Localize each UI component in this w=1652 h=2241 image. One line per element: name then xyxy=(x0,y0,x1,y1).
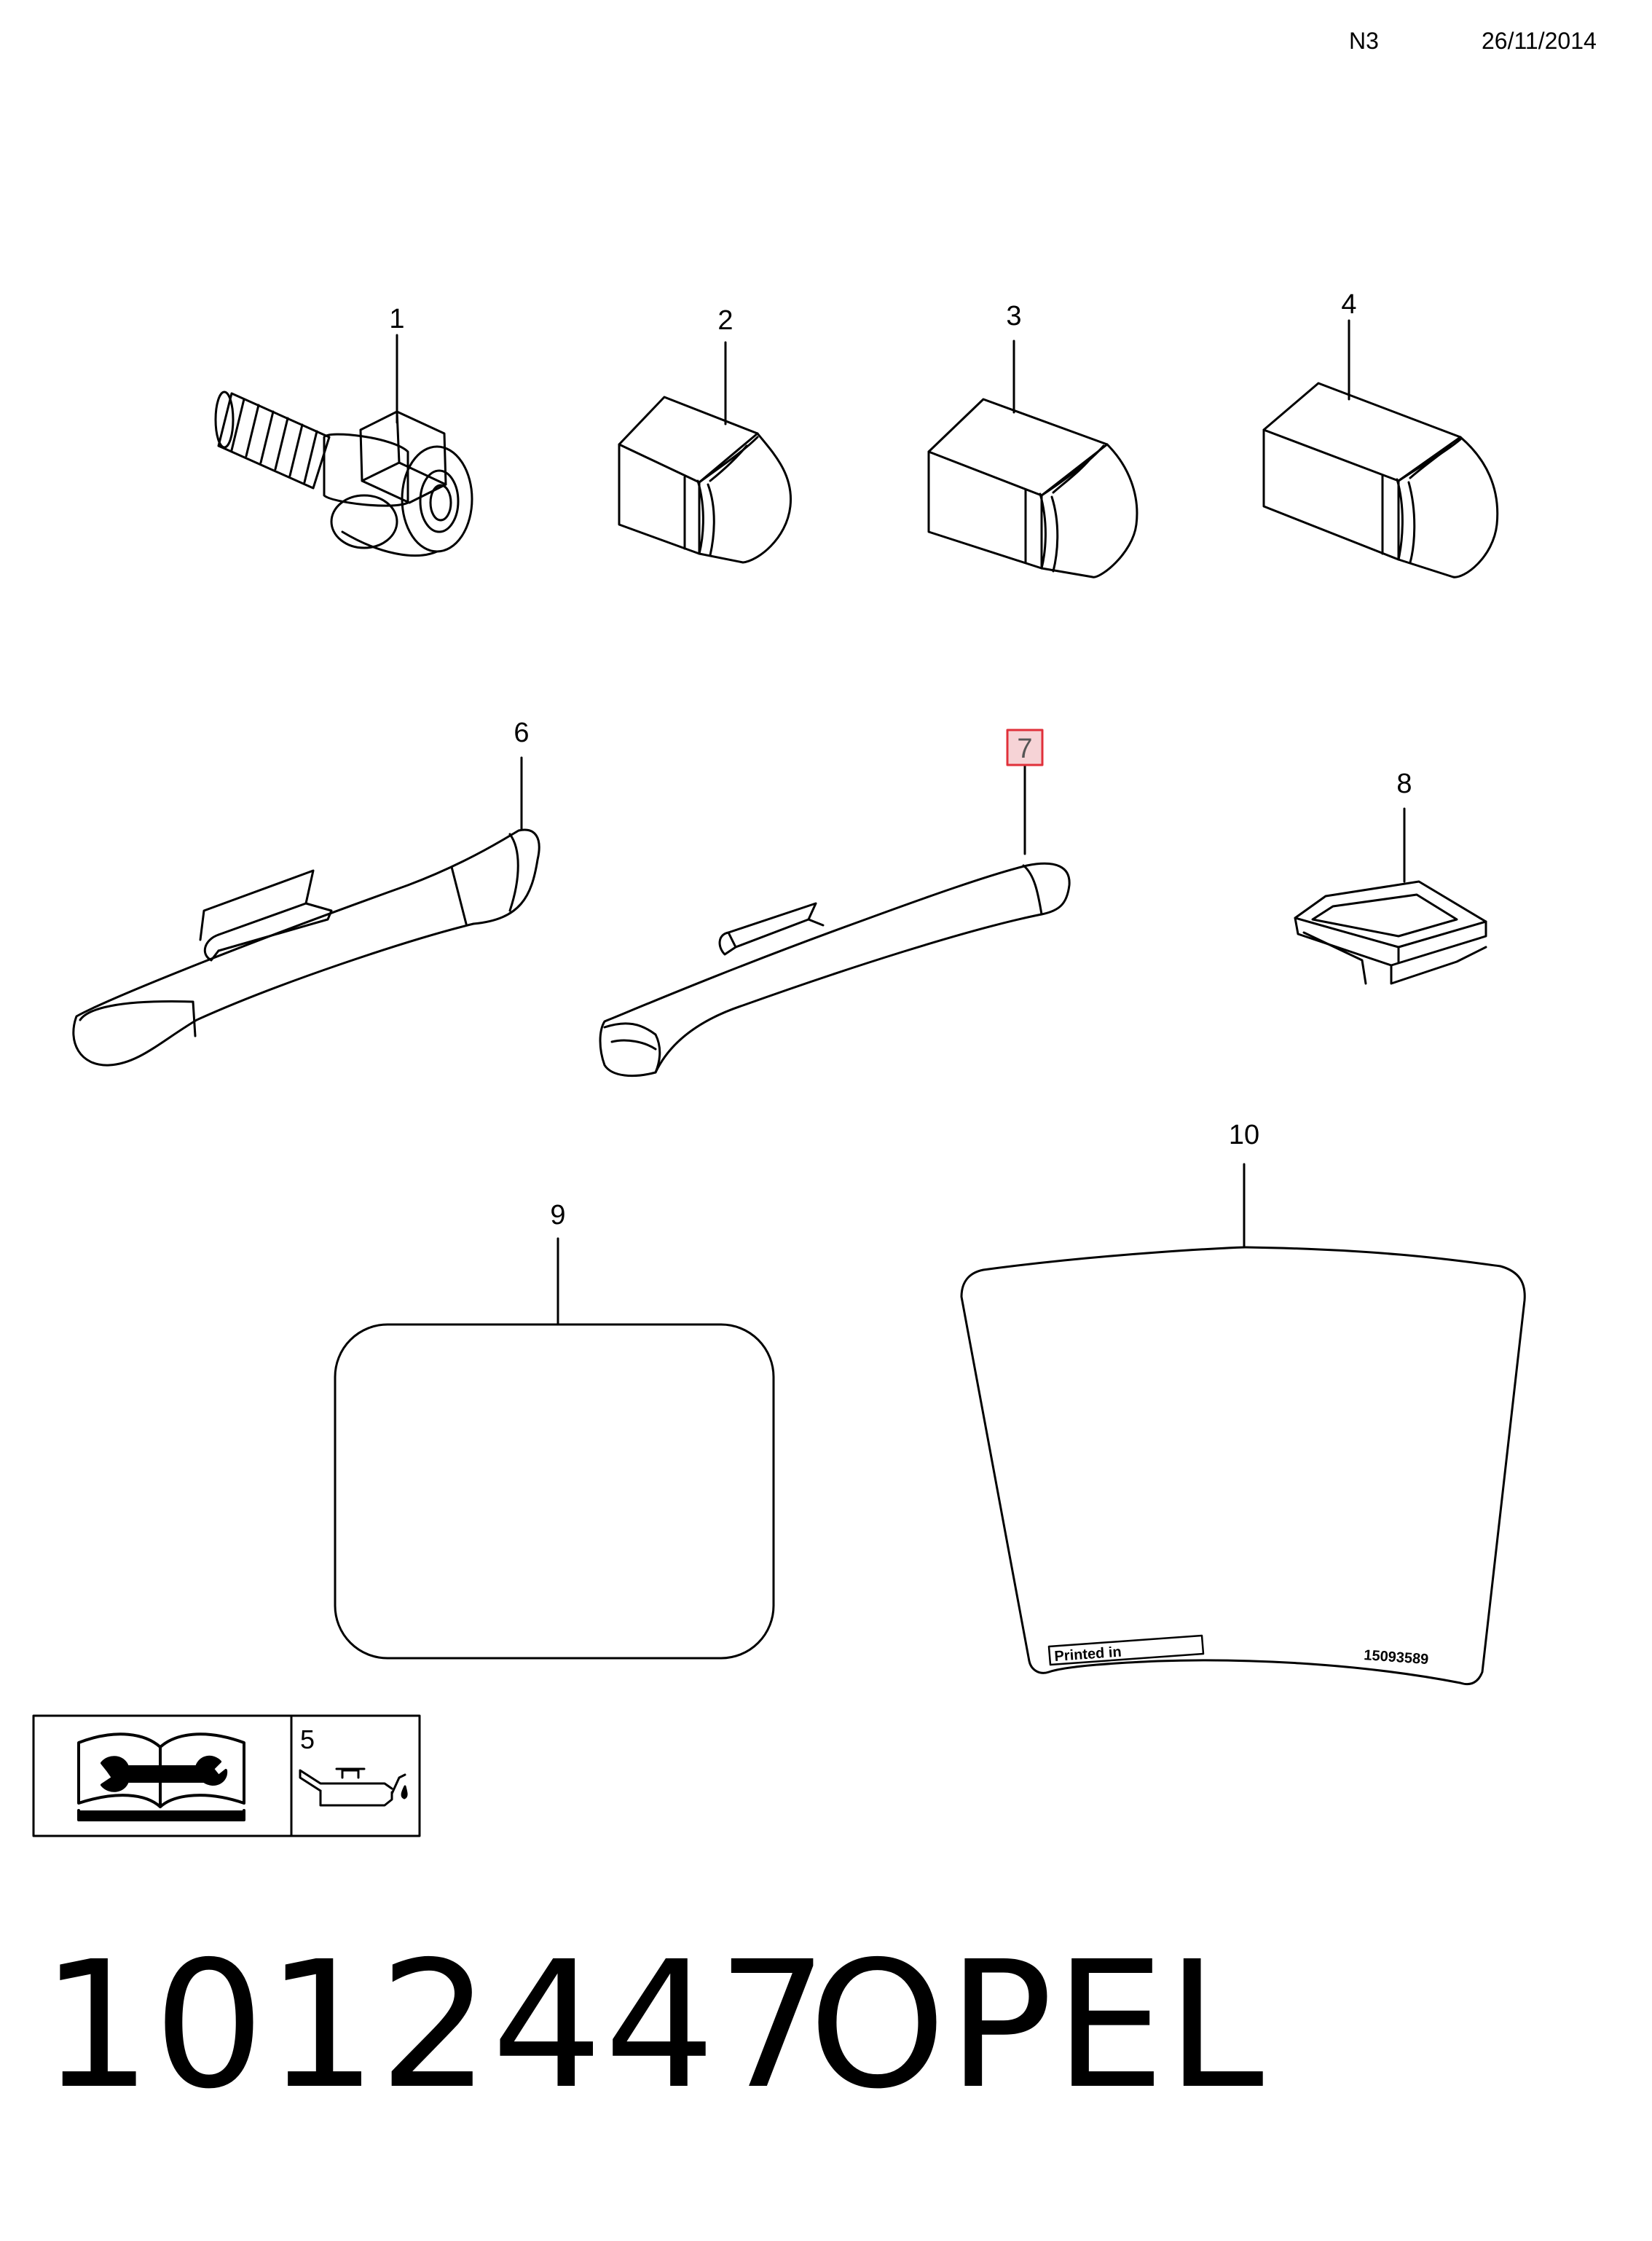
footer-part-number: 1012447 xyxy=(41,1923,830,2127)
callout-2: 2 xyxy=(717,305,733,336)
callout-7: 7 xyxy=(1017,734,1032,764)
part-10-label-card[interactable]: Printed in 15093589 xyxy=(960,1246,1526,1686)
part-9-plate[interactable] xyxy=(334,1323,775,1660)
callout-1: 1 xyxy=(389,304,404,334)
part-6-balance-weight[interactable] xyxy=(72,828,540,1067)
manual-wrench-icon xyxy=(77,1732,245,1821)
header-code: N3 xyxy=(1349,28,1379,54)
part-3-bolt-cap[interactable] xyxy=(927,398,1138,578)
part-7-balance-weight[interactable] xyxy=(599,862,1071,1078)
part-1-wheel-bolt[interactable] xyxy=(214,390,473,557)
callout-5: 5 xyxy=(300,1724,315,1754)
label-part-number: 15093589 xyxy=(1364,1647,1429,1668)
header-date: 26/11/2014 xyxy=(1482,28,1597,54)
callout-4: 4 xyxy=(1341,289,1356,320)
callout-7-highlight-box[interactable] xyxy=(1006,729,1044,766)
callout-3: 3 xyxy=(1006,301,1021,331)
footer-brand: OPEL xyxy=(809,1923,1265,2127)
part-4-bolt-cap[interactable] xyxy=(1262,382,1499,578)
legend-box: 5 xyxy=(32,1714,421,1837)
label-printed-in: Printed in xyxy=(1054,1644,1122,1665)
callout-6: 6 xyxy=(514,718,529,748)
callout-10: 10 xyxy=(1229,1120,1259,1150)
callout-9: 9 xyxy=(550,1200,565,1231)
part-2-bolt-cap[interactable] xyxy=(618,396,792,564)
part-8-adhesive-weight[interactable] xyxy=(1294,880,1487,985)
callout-8: 8 xyxy=(1396,769,1412,799)
oil-can-icon xyxy=(299,1767,408,1807)
